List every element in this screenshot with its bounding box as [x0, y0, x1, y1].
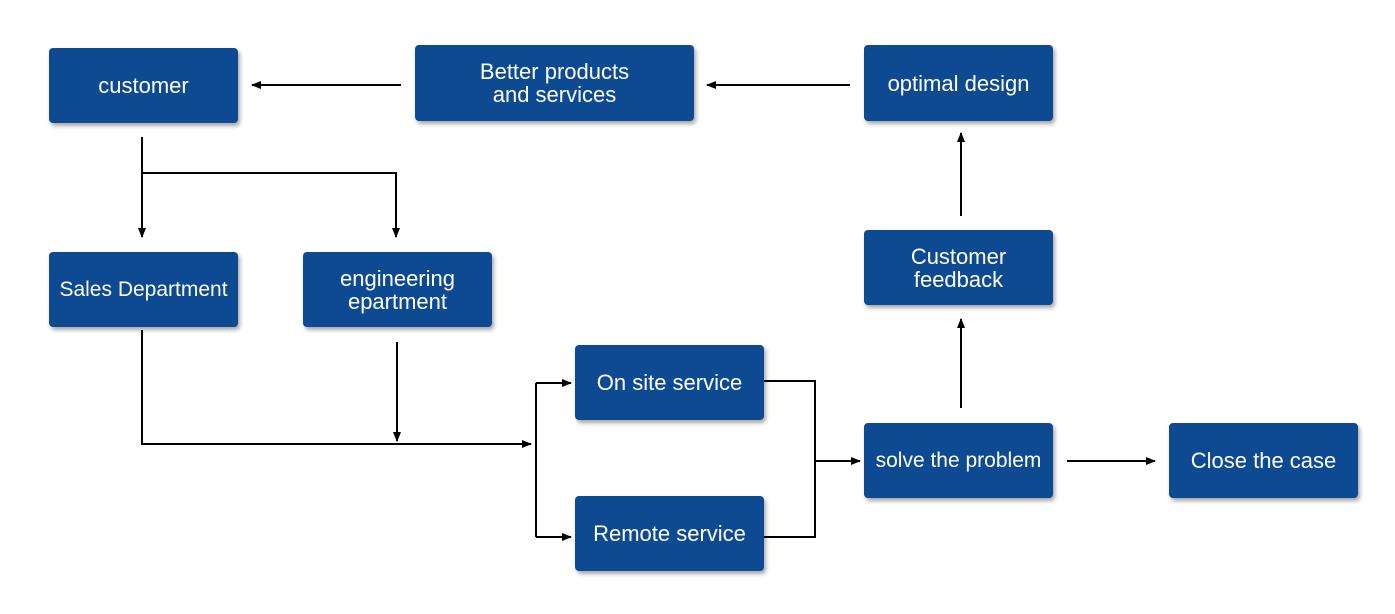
sales-to-merge-line — [141, 330, 532, 448]
close-the-case-node: Close the case — [1169, 423, 1358, 498]
sales-department-node: Sales Department — [49, 252, 238, 327]
on-site-service-node: On site service — [575, 345, 764, 420]
solve-the-problem-node: solve the problem — [864, 423, 1053, 498]
customer-feedback-node: Customer feedback — [864, 230, 1053, 305]
customer-branch-to-engineering — [142, 172, 400, 238]
customer-node: customer — [49, 48, 238, 123]
remote-service-node: Remote service — [575, 496, 764, 571]
better-products-node: Better products and services — [415, 45, 694, 121]
optimal-design-node: optimal design — [864, 45, 1053, 121]
engineering-department-node: engineering epartment — [303, 252, 492, 327]
onsite-to-merge-line — [764, 380, 816, 538]
